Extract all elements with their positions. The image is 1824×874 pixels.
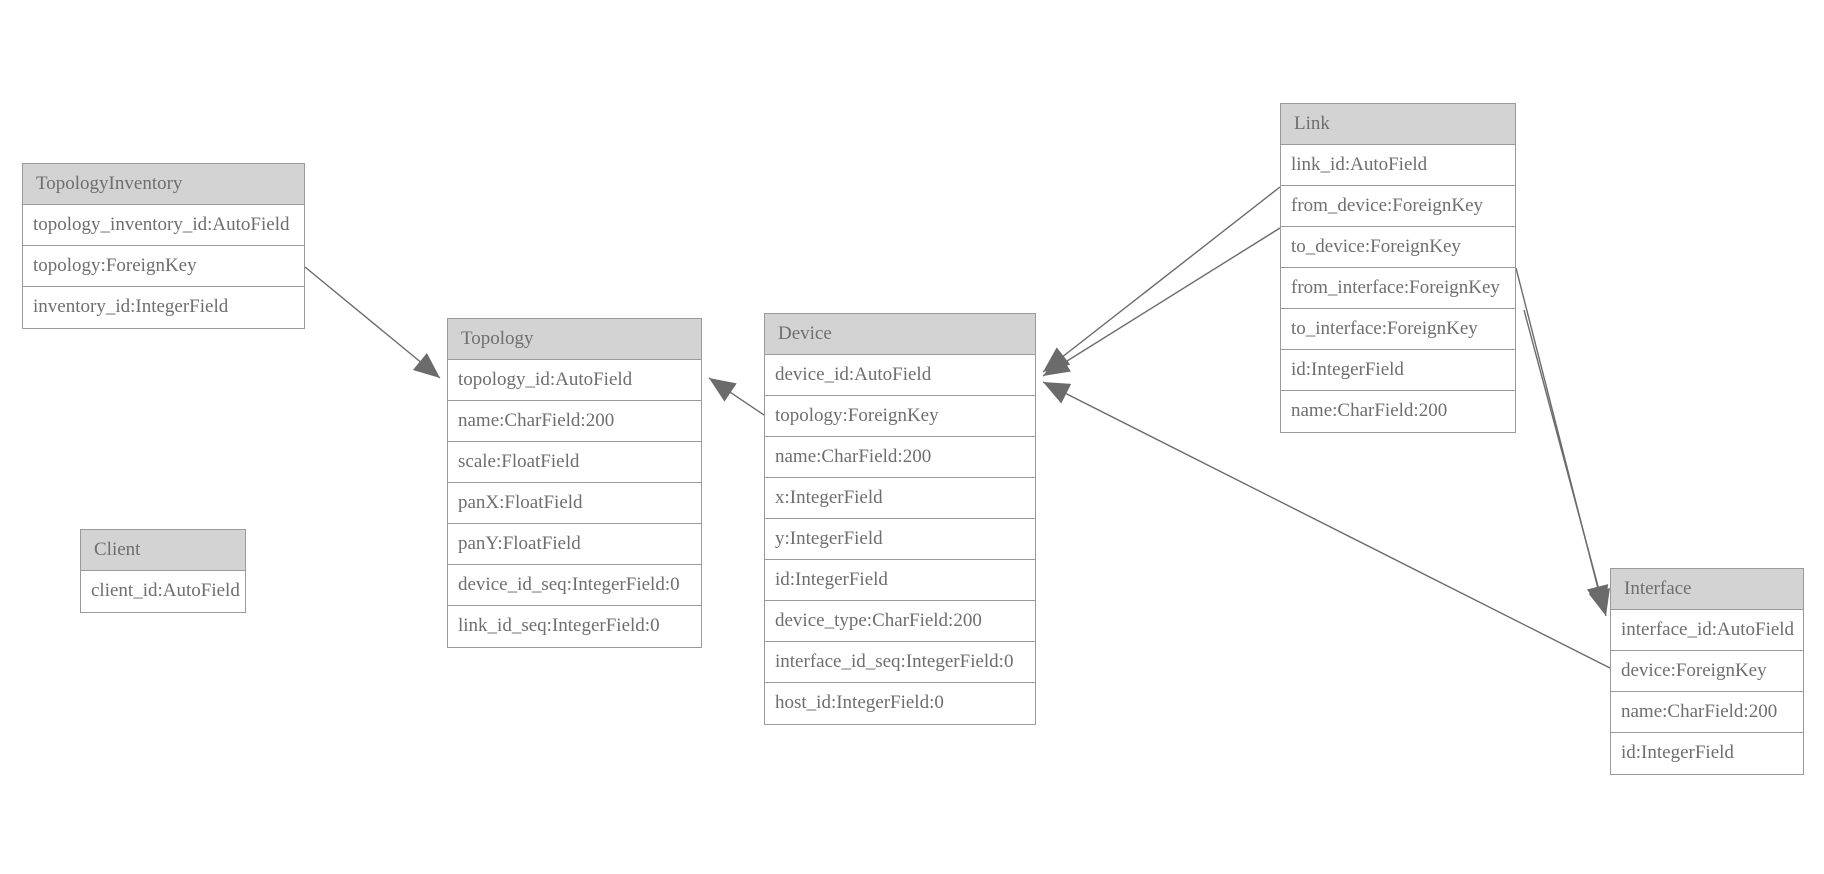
entity-topology_inventory-field[interactable]: inventory_id:IntegerField — [23, 287, 304, 328]
entity-device-field[interactable]: topology:ForeignKey — [765, 396, 1035, 437]
relationship-arrowhead — [709, 378, 737, 402]
entity-interface-title: Interface — [1611, 569, 1803, 610]
entity-interface-field[interactable]: name:CharField:200 — [1611, 692, 1803, 733]
relationship-device-topology — [708, 377, 765, 416]
entity-link-title: Link — [1281, 104, 1515, 145]
relationship-line — [1515, 267, 1605, 613]
entity-topology-field[interactable]: topology_id:AutoField — [448, 360, 701, 401]
relationship-line — [1042, 186, 1281, 373]
entity-interface-field[interactable]: id:IntegerField — [1611, 733, 1803, 774]
relationship-arrowhead — [1043, 347, 1071, 372]
entity-link-field[interactable]: to_device:ForeignKey — [1281, 227, 1515, 268]
relationship-line — [1042, 227, 1281, 377]
entity-client-title: Client — [81, 530, 245, 571]
entity-topology_inventory-field[interactable]: topology_inventory_id:AutoField — [23, 205, 304, 246]
entity-topology-field[interactable]: panY:FloatField — [448, 524, 701, 565]
entity-topology-field[interactable]: link_id_seq:IntegerField:0 — [448, 606, 701, 647]
entity-link-field[interactable]: id:IntegerField — [1281, 350, 1515, 391]
relationship-link-to_interface-interface — [1523, 309, 1610, 617]
entity-topology-field[interactable]: device_id_seq:IntegerField:0 — [448, 565, 701, 606]
entity-device-title: Device — [765, 314, 1035, 355]
relationship-arrowhead — [1043, 352, 1071, 376]
entity-device-field[interactable]: y:IntegerField — [765, 519, 1035, 560]
entity-link-field[interactable]: link_id:AutoField — [1281, 145, 1515, 186]
relationship-link-from_interface-interface — [1515, 267, 1609, 613]
entity-link-field[interactable]: to_interface:ForeignKey — [1281, 309, 1515, 350]
entity-topology-field[interactable]: name:CharField:200 — [448, 401, 701, 442]
entity-topology-field[interactable]: panX:FloatField — [448, 483, 701, 524]
relationship-line — [708, 377, 765, 416]
entity-device-field[interactable]: interface_id_seq:IntegerField:0 — [765, 642, 1035, 683]
entity-link-field[interactable]: name:CharField:200 — [1281, 391, 1515, 432]
relationship-link-to_device-device — [1042, 227, 1281, 377]
relationship-line — [1523, 309, 1607, 617]
entity-device-field[interactable]: x:IntegerField — [765, 478, 1035, 519]
entity-device-field[interactable]: device_id:AutoField — [765, 355, 1035, 396]
entity-device-field[interactable]: name:CharField:200 — [765, 437, 1035, 478]
entity-device-field[interactable]: id:IntegerField — [765, 560, 1035, 601]
entity-device-field[interactable]: host_id:IntegerField:0 — [765, 683, 1035, 724]
entity-topology-title: Topology — [448, 319, 701, 360]
entity-client-field[interactable]: client_id:AutoField — [81, 571, 245, 612]
entity-topology-field[interactable]: scale:FloatField — [448, 442, 701, 483]
relationship-link-from_device-device — [1042, 186, 1281, 373]
relationship-line — [304, 266, 441, 379]
entity-interface-field[interactable]: interface_id:AutoField — [1611, 610, 1803, 651]
entity-link-field[interactable]: from_device:ForeignKey — [1281, 186, 1515, 227]
entity-topology_inventory-field[interactable]: topology:ForeignKey — [23, 246, 304, 287]
entity-topology_inventory-title: TopologyInventory — [23, 164, 304, 205]
relationship-arrowhead — [412, 352, 440, 378]
entity-link-field[interactable]: from_interface:ForeignKey — [1281, 268, 1515, 309]
entity-interface-field[interactable]: device:ForeignKey — [1611, 651, 1803, 692]
entity-device-field[interactable]: device_type:CharField:200 — [765, 601, 1035, 642]
relationship-topologyinventory-topology — [304, 266, 441, 379]
relationship-arrowhead — [1043, 382, 1072, 404]
